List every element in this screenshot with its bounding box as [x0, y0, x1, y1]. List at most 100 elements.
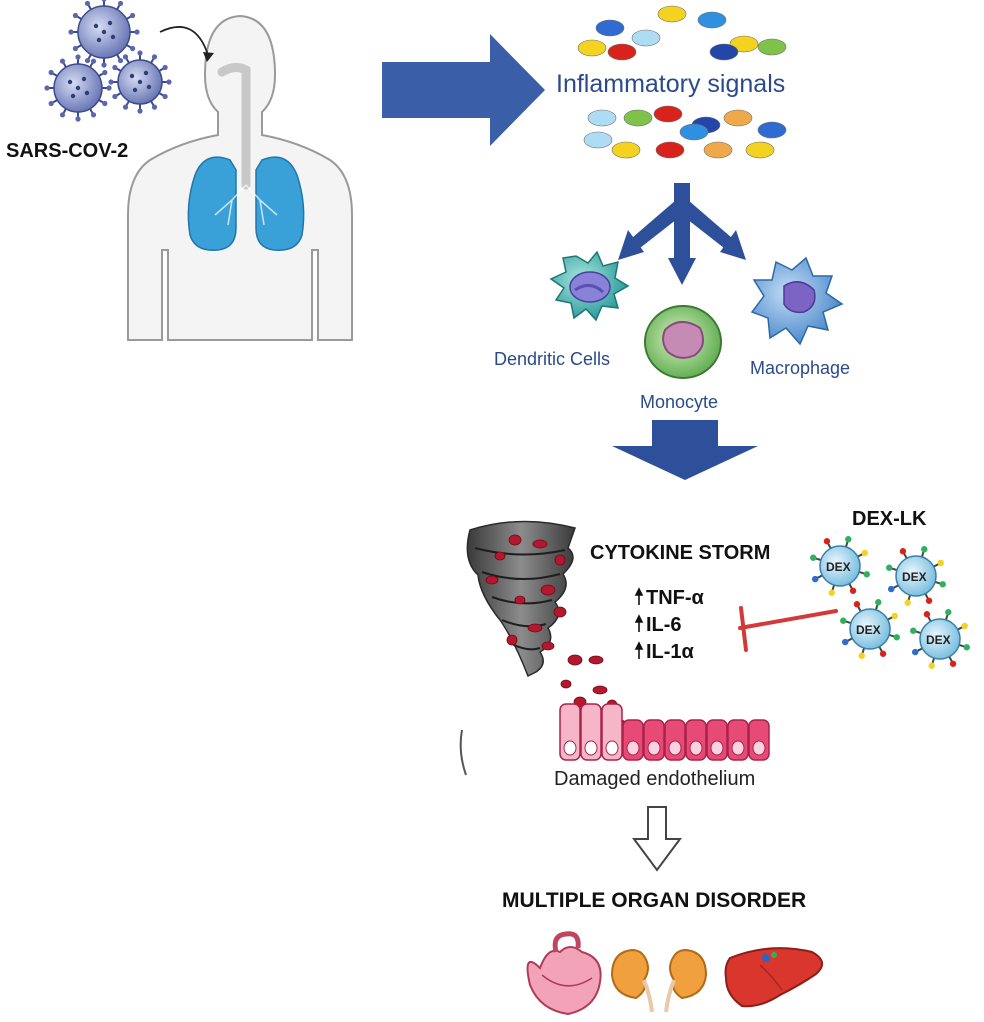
- human-body-icon: [127, 14, 353, 341]
- nanoparticle-ligand: [912, 648, 919, 656]
- virus-spike-tip: [59, 112, 66, 118]
- endothelial-nucleus: [731, 740, 745, 756]
- virus-spike-tip: [84, 0, 91, 7]
- nanoparticle-ligand: [945, 609, 952, 616]
- dex-particle-label: DEX: [826, 560, 851, 574]
- il1-alpha-label: IL-1α: [646, 641, 694, 663]
- cytokine-pill: [679, 123, 709, 141]
- virus-dot: [70, 93, 76, 99]
- cytokine-pill: [729, 35, 759, 53]
- cytokine-pill: [595, 19, 625, 37]
- virus-spike-tip: [48, 100, 54, 107]
- cytokine-particle: [541, 641, 555, 651]
- dendritic-cells-label: Dendritic Cells: [494, 349, 611, 369]
- virus-spike-tip: [134, 29, 140, 35]
- monocyte-icon: [644, 305, 722, 379]
- nanoparticle-ligand: [861, 549, 868, 557]
- nanoparticle-ligand: [961, 622, 968, 630]
- nanoparticle-ligand: [858, 652, 865, 659]
- virus-spike-tip: [90, 112, 97, 118]
- nanoparticle-ligand: [937, 559, 944, 567]
- virus-spike-tip: [48, 69, 54, 76]
- liver-icon: [724, 947, 823, 1008]
- cytokine-particle: [508, 534, 522, 546]
- virus-dot: [143, 70, 149, 76]
- right-arrow-icon: [382, 34, 545, 146]
- virus-spike-tip: [122, 54, 129, 60]
- cytokine-pill: [577, 39, 607, 57]
- virus-icon: [44, 54, 112, 122]
- virus-spike-tip: [117, 57, 124, 64]
- cytokine-pill: [703, 141, 733, 159]
- dex-nanoparticle-icon: [810, 536, 870, 596]
- dex-particle-label: DEX: [926, 633, 951, 647]
- virus-spike-tip: [151, 54, 158, 60]
- virus-dot: [107, 20, 113, 26]
- virus-spike-tip: [59, 58, 66, 64]
- nanoparticle-ligand: [849, 587, 857, 594]
- cytokine-pill: [653, 105, 683, 123]
- infection-arrow: [159, 26, 209, 56]
- virus-dot: [129, 73, 135, 79]
- cytokine-particle: [506, 634, 518, 646]
- virus-dot: [84, 90, 90, 96]
- nanoparticle-ligand: [863, 571, 870, 578]
- nanoparticle-ligand: [928, 662, 935, 669]
- virus-spike-tip: [102, 69, 108, 76]
- cytokine-pill: [657, 5, 687, 23]
- cytokine-pill: [757, 121, 787, 139]
- inflammatory-signals-label: Inflammatory signals: [556, 70, 786, 98]
- nanoparticle-core: [895, 555, 937, 597]
- dex-nanoparticles: [810, 536, 970, 669]
- nanoparticle-ligand: [823, 538, 831, 545]
- virus-spike-tip: [101, 62, 107, 68]
- nanoparticle-ligand: [840, 617, 847, 624]
- cytokine-particle: [540, 584, 556, 596]
- virus-spike-tip: [72, 12, 79, 19]
- virus-dot: [81, 76, 87, 82]
- virus-spike-tip: [137, 108, 143, 114]
- dendritic-cell-icon: [549, 250, 630, 322]
- nanoparticle-ligand: [842, 638, 849, 646]
- virus-dot: [137, 79, 143, 85]
- dex-nanoparticle-icon: [910, 609, 970, 669]
- cytokine-pill: [745, 141, 775, 159]
- cytokine-particle: [553, 606, 567, 618]
- cytokine-pill: [723, 109, 753, 127]
- cytokine-pill: [709, 43, 739, 61]
- virus-spike-tip: [112, 93, 118, 100]
- cytokine-particle: [554, 554, 566, 566]
- cytokine-pill: [611, 141, 641, 159]
- nanoparticle-ligand: [923, 611, 931, 618]
- nanoparticle-ligand: [853, 601, 861, 608]
- virus-spike-tip: [166, 79, 172, 85]
- cytokine-pill: [607, 43, 637, 61]
- infection-arrowhead: [203, 52, 214, 62]
- increase-arrow-icons: [634, 587, 644, 659]
- cytokine-pill: [757, 38, 787, 56]
- endothelial-nucleus: [710, 740, 724, 756]
- dex-nanoparticle-icon: [886, 546, 946, 606]
- virus-spike-tip: [151, 104, 158, 110]
- virus-label: SARS-COV-2: [6, 140, 129, 162]
- virus-spike-tip: [129, 12, 136, 19]
- il6-label: IL-6: [646, 614, 682, 636]
- fork-arrow-icon: [618, 183, 746, 285]
- virus-icons: [44, 0, 172, 122]
- dex-nanoparticle-icon: [840, 599, 900, 659]
- dex-lk-label: DEX-LK: [852, 508, 927, 530]
- virus-dot: [110, 34, 116, 40]
- virus-spike-tip: [162, 64, 168, 71]
- virus-spike-tip: [117, 0, 124, 7]
- virus-spike-tip: [112, 64, 118, 71]
- cytokine-particle: [560, 679, 572, 689]
- nanoparticle-ligand: [812, 575, 819, 583]
- virus-spike-tip: [75, 54, 81, 60]
- virus-dot: [93, 23, 99, 29]
- cytokine-particle: [567, 654, 583, 666]
- nanoparticle-ligand: [888, 585, 895, 593]
- virus-spike-tip: [162, 93, 168, 100]
- cytokine-particle: [527, 623, 543, 633]
